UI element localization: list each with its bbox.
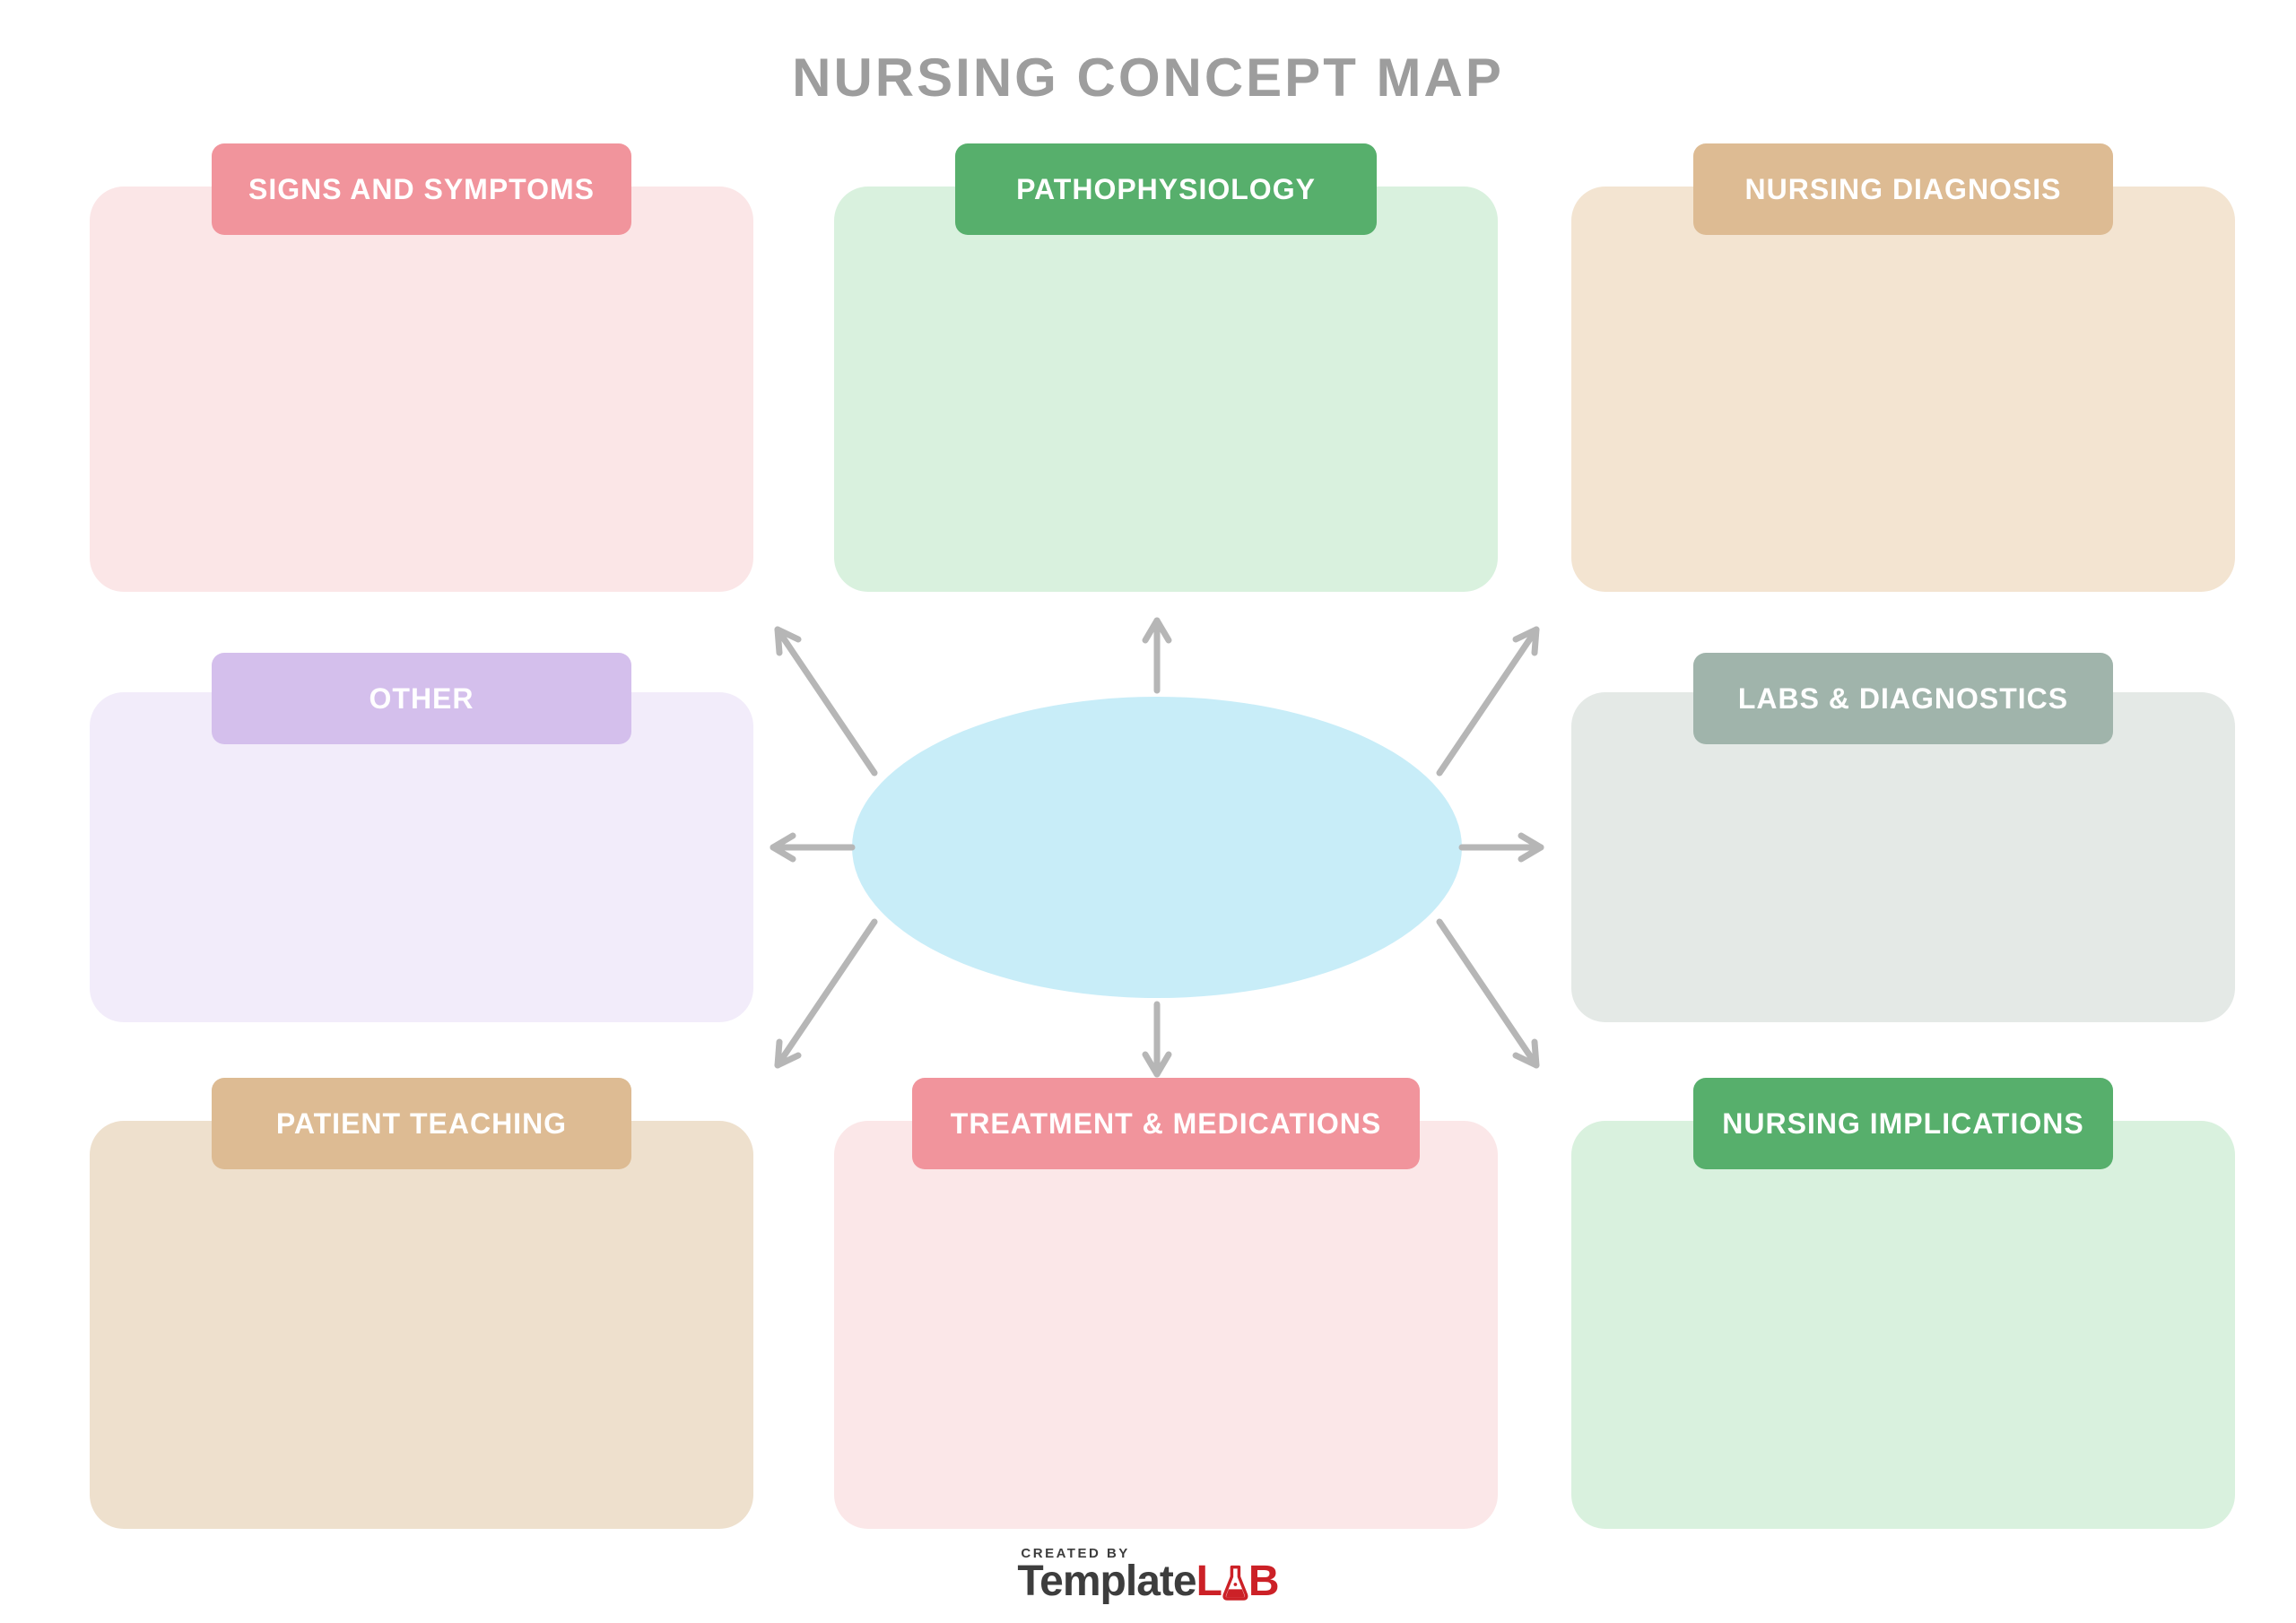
- signs-and-symptoms-content-area[interactable]: [90, 187, 753, 592]
- arrow-down-right: [1436, 918, 1540, 1069]
- logo-brand-lab-l: L: [1196, 1558, 1222, 1605]
- nursing-implications-header: NURSING IMPLICATIONS: [1693, 1078, 2113, 1169]
- patient-teaching-label: PATIENT TEACHING: [275, 1107, 568, 1140]
- nursing-diagnosis-header: NURSING DIAGNOSIS: [1693, 143, 2113, 235]
- other-content-area[interactable]: [90, 692, 753, 1022]
- other-label: OTHER: [369, 681, 474, 715]
- treatment-medications-content-area[interactable]: [834, 1121, 1498, 1529]
- nursing-diagnosis-label: NURSING DIAGNOSIS: [1744, 172, 2062, 205]
- arrow-right: [1458, 832, 1544, 863]
- labs-diagnostics-header: LABS & DIAGNOSTICS: [1693, 653, 2113, 744]
- treatment-medications-header: TREATMENT & MEDICATIONS: [912, 1078, 1420, 1169]
- flask-icon: [1222, 1564, 1248, 1601]
- logo-brand-text: Template L B: [1017, 1558, 1280, 1605]
- logo-created-by-text: CREATED BY: [1021, 1546, 1130, 1561]
- pathophysiology-header: PATHOPHYSIOLOGY: [955, 143, 1377, 235]
- labs-diagnostics-content-area[interactable]: [1571, 692, 2235, 1022]
- patient-teaching-content-area[interactable]: [90, 1121, 753, 1529]
- arrow-up-right: [1436, 626, 1540, 777]
- nursing-implications-content-area[interactable]: [1571, 1121, 2235, 1529]
- nursing-diagnosis-content-area[interactable]: [1571, 187, 2235, 592]
- logo-brand-template: Template: [1017, 1558, 1196, 1605]
- labs-diagnostics-label: LABS & DIAGNOSTICS: [1737, 681, 2069, 715]
- logo-brand-lab-b: B: [1248, 1558, 1280, 1605]
- pathophysiology-content-area[interactable]: [834, 187, 1498, 592]
- signs-and-symptoms-header: SIGNS AND SYMPTOMS: [212, 143, 631, 235]
- treatment-medications-label: TREATMENT & MEDICATIONS: [950, 1107, 1382, 1140]
- arrow-up: [1142, 617, 1172, 694]
- arrow-down: [1142, 1001, 1172, 1078]
- page-title: NURSING CONCEPT MAP: [792, 48, 1504, 108]
- templatelab-logo: CREATED BY Template L B: [1017, 1546, 1280, 1605]
- arrow-left: [770, 832, 856, 863]
- other-header: OTHER: [212, 653, 631, 744]
- nursing-implications-label: NURSING IMPLICATIONS: [1722, 1107, 2084, 1140]
- patient-teaching-header: PATIENT TEACHING: [212, 1078, 631, 1169]
- arrow-down-left: [774, 918, 878, 1069]
- arrow-up-left: [774, 626, 878, 777]
- pathophysiology-label: PATHOPHYSIOLOGY: [1016, 172, 1316, 205]
- signs-and-symptoms-label: SIGNS AND SYMPTOMS: [248, 172, 596, 205]
- central-topic-ellipse[interactable]: [852, 697, 1462, 998]
